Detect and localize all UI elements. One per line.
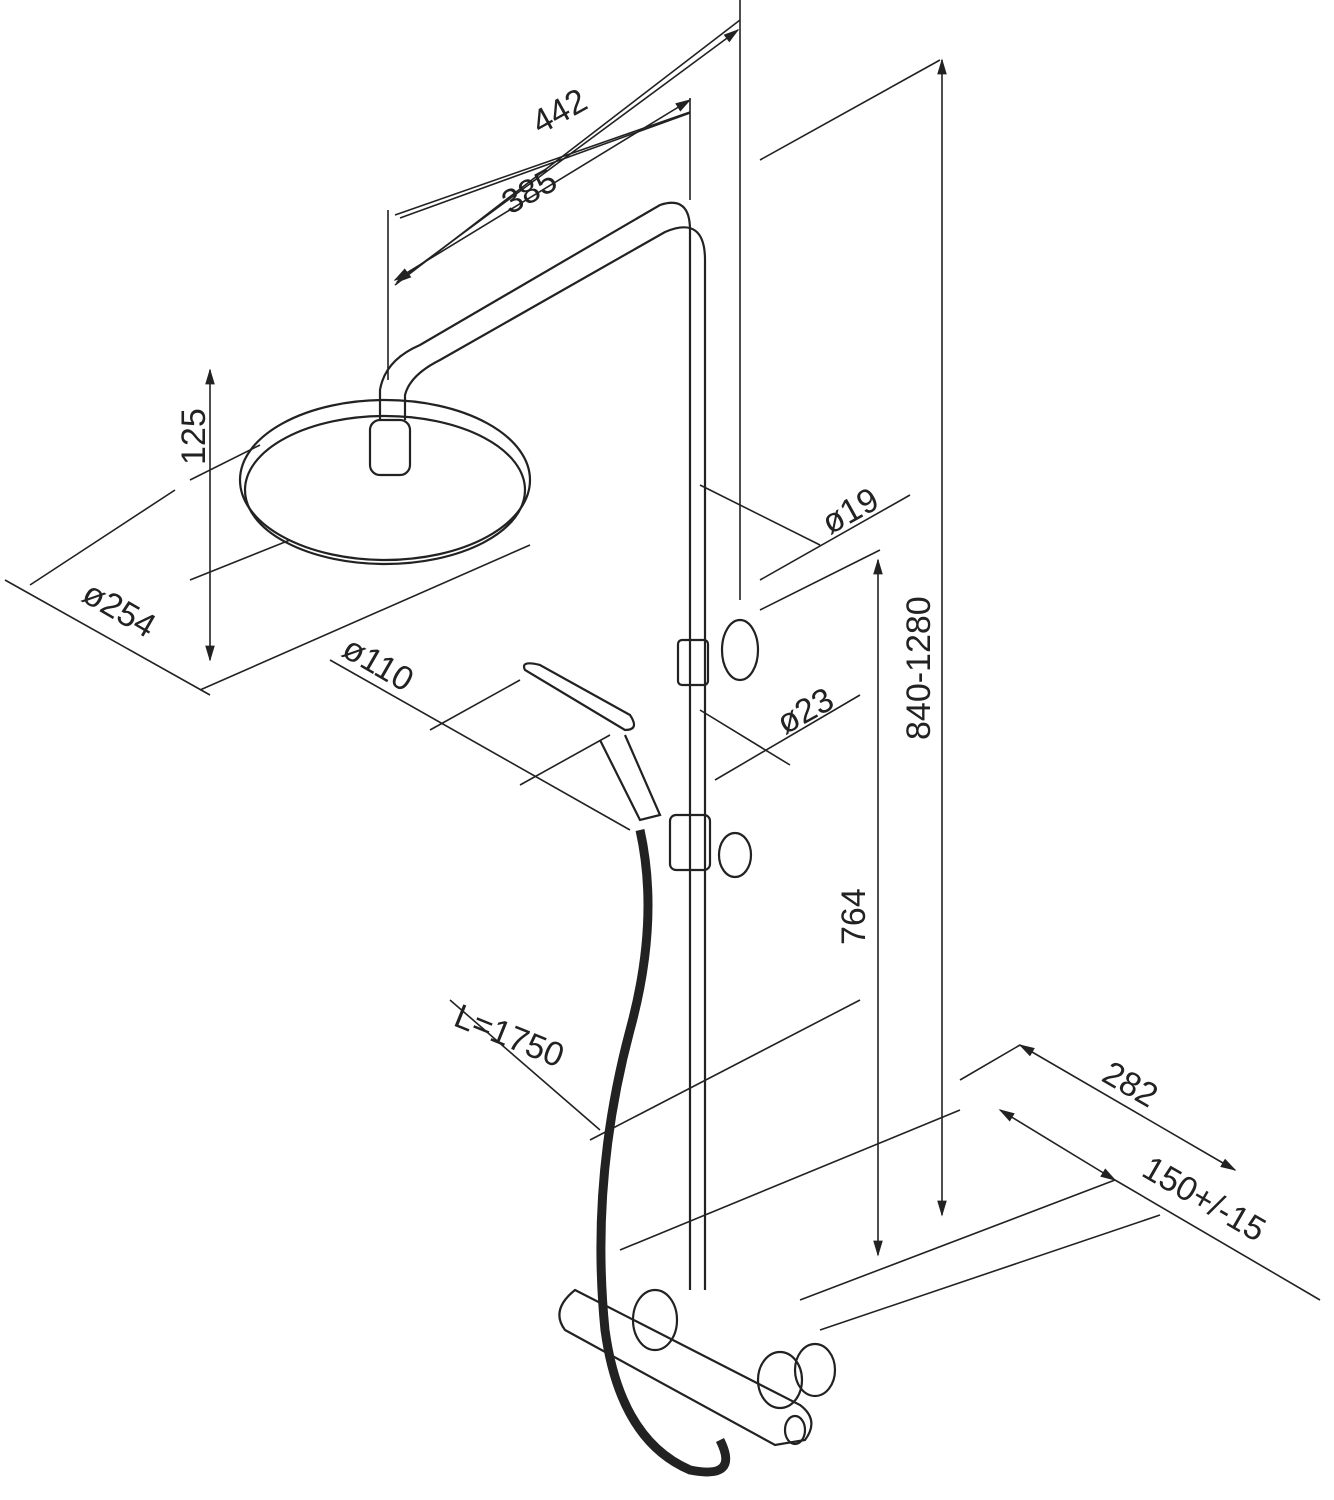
dim-rail-height: 764 bbox=[835, 888, 873, 945]
dim-rail-diameter: ø23 bbox=[770, 680, 840, 742]
hose bbox=[596, 829, 731, 1477]
dim-head-height: 125 bbox=[175, 408, 213, 465]
dim-inlet-spacing: 150+/-15 bbox=[1136, 1149, 1272, 1249]
dim-hand-shower-diameter: ø110 bbox=[336, 629, 420, 699]
thermostatic-mixer bbox=[558, 1288, 837, 1447]
dim-pipe-diameter: ø19 bbox=[815, 480, 885, 542]
dimension-lines bbox=[4, 0, 1321, 1331]
dim-total-height: 840-1280 bbox=[900, 596, 938, 740]
hand-shower bbox=[522, 662, 662, 822]
dim-head-diameter: ø254 bbox=[76, 574, 162, 646]
dim-arm-outer: 442 bbox=[525, 81, 593, 142]
shower-arm-and-rail bbox=[378, 201, 760, 1290]
dim-depth: 282 bbox=[1096, 1054, 1164, 1115]
dim-hose-length: L=1750 bbox=[449, 997, 569, 1075]
shower-head bbox=[238, 398, 532, 566]
